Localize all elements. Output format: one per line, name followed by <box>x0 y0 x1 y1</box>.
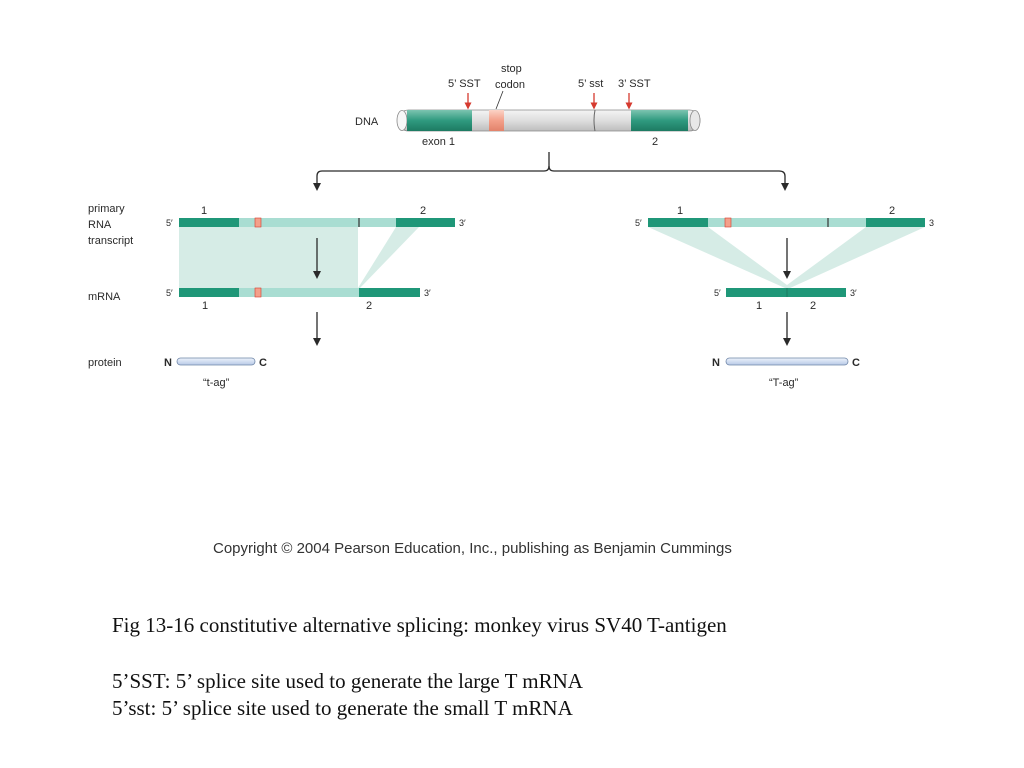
right-mrna-exon2: 2 <box>810 300 816 312</box>
left-protein-name: “t-ag” <box>203 377 230 389</box>
dna-stop-codon <box>489 110 504 131</box>
row-label-protein: protein <box>88 357 122 369</box>
figure-caption-title: Fig 13-16 constitutive alternative splic… <box>112 613 727 637</box>
right-mrna-5prime: 5′ <box>714 288 721 298</box>
figure-caption-line2: 5’sst: 5’ splice site used to generate t… <box>112 696 573 720</box>
left-mrna-5prime: 5′ <box>166 288 173 298</box>
branch-bracket <box>313 152 789 191</box>
left-primary-transcript <box>179 217 455 228</box>
right-protein-name: “T-ag” <box>769 377 799 389</box>
sst5-small-label: 5’ sst <box>578 78 603 90</box>
row-label-primary-1: primary <box>88 203 125 215</box>
left-protein-bar <box>176 357 256 366</box>
left-protein-c: C <box>259 357 267 369</box>
left-protein-n: N <box>164 357 172 369</box>
left-primary-exon1: 1 <box>201 205 207 217</box>
right-primary-transcript <box>648 217 925 228</box>
left-primary-exon2: 2 <box>420 205 426 217</box>
left-mrna <box>179 287 420 298</box>
right-protein-bar <box>725 357 849 366</box>
right-primary-exon2: 2 <box>889 205 895 217</box>
right-protein-c: C <box>852 357 860 369</box>
right-mrna <box>726 288 846 297</box>
sst3-label: 3’ SST <box>618 78 651 90</box>
row-label-primary-3: transcript <box>88 235 133 247</box>
right-primary-exon1: 1 <box>677 205 683 217</box>
right-splicing-shade <box>648 227 925 288</box>
dna-row-label: DNA <box>355 116 379 128</box>
left-primary-3prime: 3′ <box>459 218 466 228</box>
left-mrna-3prime: 3′ <box>424 288 431 298</box>
row-label-mrna: mRNA <box>88 291 121 303</box>
left-primary-5prime: 5′ <box>166 218 173 228</box>
stop-codon-pointer <box>495 90 504 110</box>
left-mrna-exon1: 1 <box>202 300 208 312</box>
dna-molecule <box>396 109 701 132</box>
right-primary-3prime: 3 <box>929 218 934 228</box>
dna-exon2 <box>631 110 688 131</box>
right-mrna-3prime: 3′ <box>850 288 857 298</box>
left-splicing-shade <box>179 227 419 288</box>
exon1-label: exon 1 <box>422 136 455 148</box>
figure-caption-line1: 5’SST: 5’ splice site used to generate t… <box>112 669 583 693</box>
stop-codon-label-1: stop <box>501 63 522 75</box>
stop-codon-label-2: codon <box>495 79 525 91</box>
right-primary-5prime: 5′ <box>635 218 642 228</box>
sst5-label: 5’ SST <box>448 78 481 90</box>
dna-exon1 <box>407 110 472 131</box>
row-label-primary-2: RNA <box>88 219 112 231</box>
right-protein-n: N <box>712 357 720 369</box>
left-mrna-exon2: 2 <box>366 300 372 312</box>
copyright-notice: Copyright © 2004 Pearson Education, Inc.… <box>213 540 732 557</box>
exon2-label: 2 <box>652 136 658 148</box>
right-mrna-exon1: 1 <box>756 300 762 312</box>
